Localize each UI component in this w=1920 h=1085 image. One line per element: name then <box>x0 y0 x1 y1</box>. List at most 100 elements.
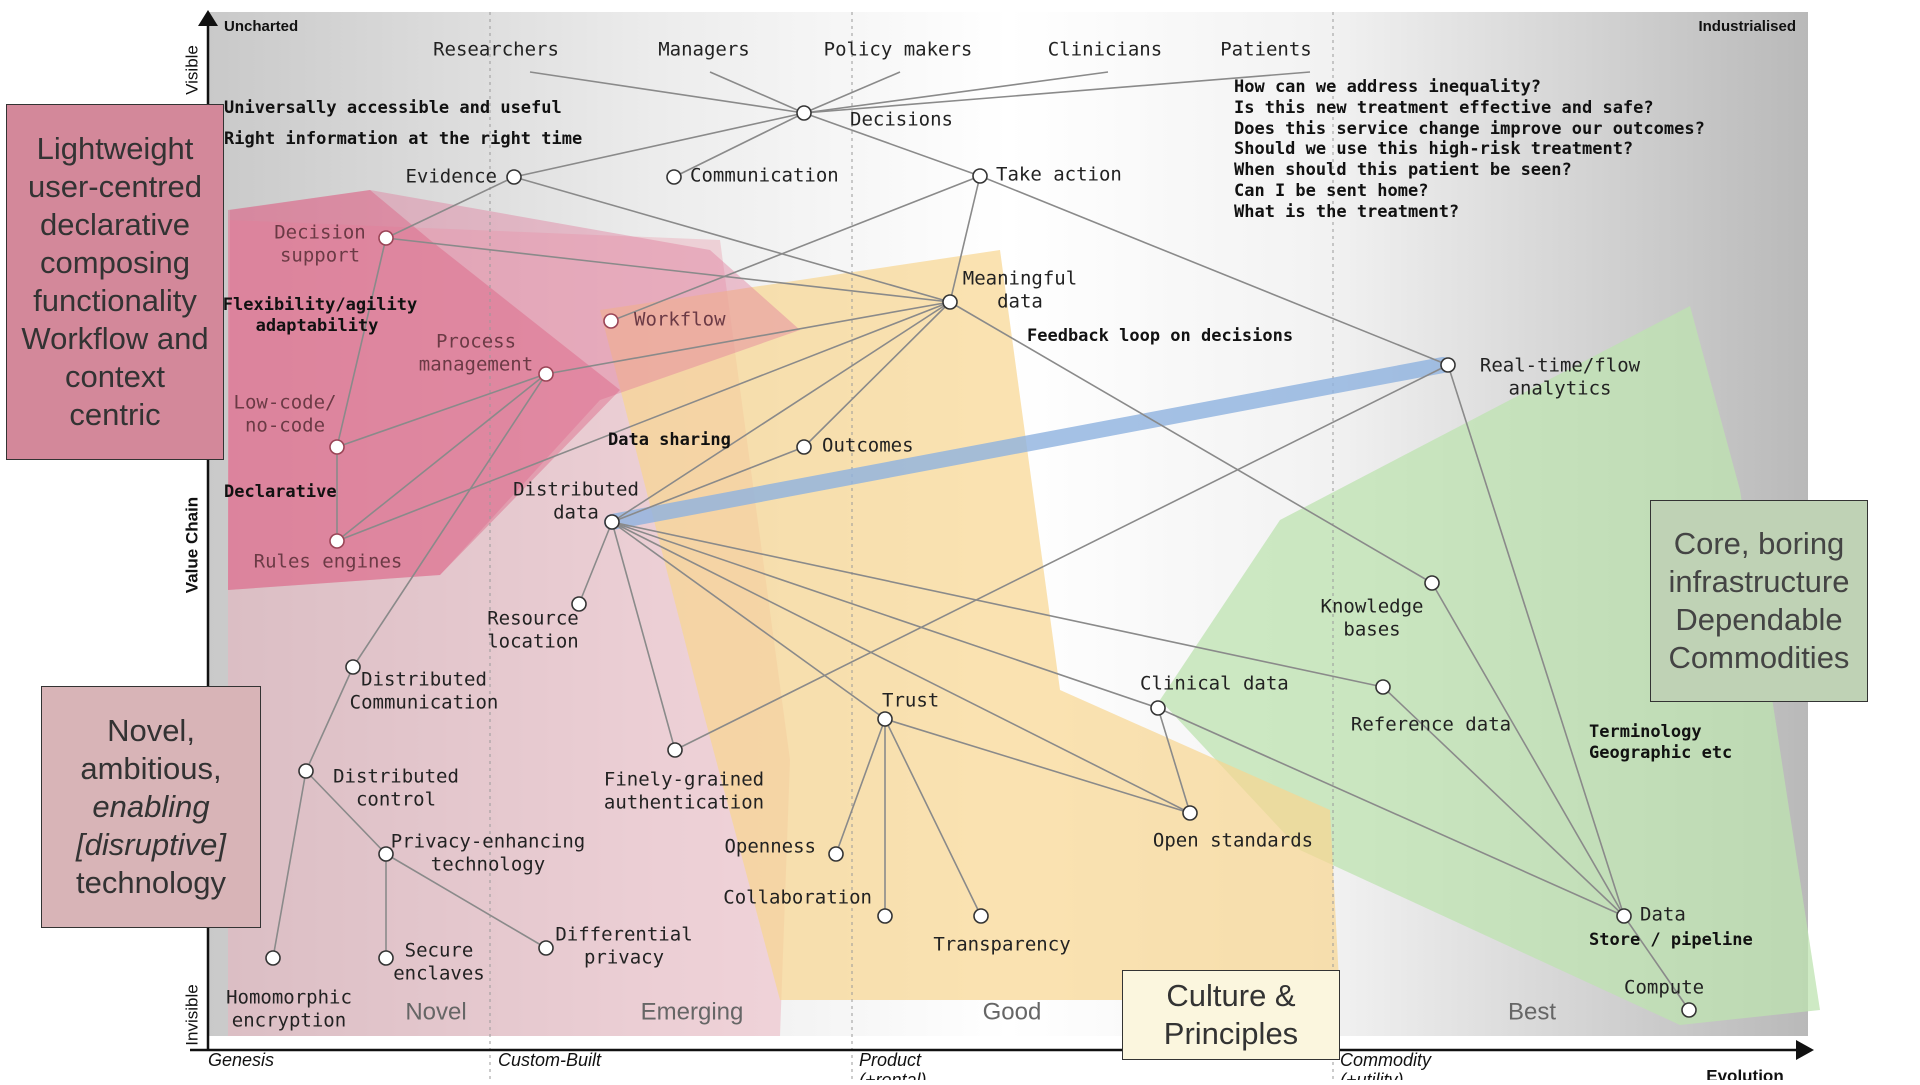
label-finely-grained: Finely-grained <box>604 769 764 791</box>
edge-take_action-workflow <box>610 175 981 322</box>
user-managers: Managers <box>658 39 750 61</box>
edge-take_action-meaningful_data <box>949 175 981 303</box>
box-line: Dependable <box>1675 602 1843 637</box>
box-line: Novel, <box>107 713 195 748</box>
annotation-feedback: Feedback loop on decisions <box>1027 326 1293 346</box>
x-axis-arrow <box>1796 1040 1814 1060</box>
label-homomorphic: Homomorphic <box>226 987 352 1009</box>
edge-distributed_data-clinical_data <box>611 521 1159 709</box>
map-edges <box>272 71 1690 1011</box>
label-privacy-enhancing-2: technology <box>431 854 545 876</box>
user-link <box>709 71 805 114</box>
questions-list: How can we address inequality? Is this n… <box>1234 77 1705 222</box>
label-knowledge-bases-2: bases <box>1343 619 1400 641</box>
user-link <box>803 71 901 114</box>
label-knowledge-bases: Knowledge <box>1321 596 1424 618</box>
label-communication: Communication <box>690 165 839 187</box>
box-line: ambitious, <box>80 751 222 786</box>
corner-industrialised: Industrialised <box>1698 18 1796 35</box>
label-differential-privacy-2: privacy <box>584 947 664 969</box>
node-meaningful-data <box>942 294 958 310</box>
annotation-declarative: Declarative <box>224 482 337 502</box>
edge-meaningful_data-process_management <box>545 301 951 375</box>
box-line: Principles <box>1163 1016 1299 1051</box>
label-meaningful-data-2: data <box>997 291 1043 313</box>
node-transparency <box>973 908 989 924</box>
label-take-action: Take action <box>996 164 1122 186</box>
node-distributed-communication <box>345 659 361 675</box>
edge-evidence-decision_support <box>385 176 515 239</box>
node-openness <box>828 846 844 862</box>
node-homomorphic <box>265 950 281 966</box>
label-distributed-control: Distributed <box>333 766 459 788</box>
label-distributed-data: Distributed <box>513 479 639 501</box>
node-distributed-data <box>604 514 620 530</box>
node-compute <box>1681 1002 1697 1018</box>
data-sharing-link <box>604 357 1451 530</box>
node-low-code <box>329 439 345 455</box>
annotation-geographic: Geographic etc <box>1589 743 1732 763</box>
box-line: Core, boring <box>1673 526 1845 561</box>
label-resource-location: Resource <box>487 608 579 630</box>
annotation-flexibility: Flexibility/agility <box>223 295 417 315</box>
edge-outcomes-distributed_data <box>611 446 805 523</box>
edge-data-compute <box>1623 915 1690 1011</box>
box-line: context <box>65 359 165 394</box>
node-open-standards <box>1182 805 1198 821</box>
box-line: Workflow and <box>21 321 209 356</box>
orange-region <box>600 250 1340 1000</box>
node-collaboration <box>877 908 893 924</box>
label-resource-location-2: location <box>487 631 579 653</box>
annotation-store-pipeline: Store / pipeline <box>1589 930 1753 950</box>
edge-decisions-evidence <box>513 112 805 178</box>
label-clinical-data: Clinical data <box>1140 673 1289 695</box>
annotation-right-info: Right information at the right time <box>224 129 582 149</box>
x-axis-title: Evolution <box>1706 1066 1783 1080</box>
stage-product: Product <box>859 1050 922 1070</box>
user-link <box>529 71 805 114</box>
edge-process_management-rules_engines <box>336 373 547 542</box>
edge-decision_support-meaningful_data <box>385 237 951 303</box>
question: What is the treatment? <box>1234 202 1459 222</box>
user-link <box>803 71 1311 114</box>
annotation-data-sharing: Data sharing <box>608 430 731 450</box>
label-distributed-control-2: control <box>356 789 436 811</box>
user-researchers: Researchers <box>433 39 559 61</box>
edge-reference_data-data <box>1382 686 1625 917</box>
label-transparency: Transparency <box>933 934 1070 956</box>
node-decisions <box>796 105 812 121</box>
deep-pink-region <box>228 190 620 590</box>
label-decision-support: Decision <box>274 222 366 244</box>
label-process-management-2: management <box>419 354 533 376</box>
box-line: user-centred <box>27 169 203 204</box>
edge-trust-transparency <box>884 718 982 917</box>
y-axis-arrow <box>198 10 218 26</box>
box-line: technology <box>76 865 226 900</box>
map-nodes <box>265 105 1697 1018</box>
stage-product-sub: (+rental) <box>859 1070 927 1080</box>
node-communication <box>666 169 682 185</box>
node-resource-location <box>571 596 587 612</box>
edge-decision_support-low_code <box>336 237 387 448</box>
label-collaboration: Collaboration <box>723 887 872 909</box>
node-distributed-control <box>298 763 314 779</box>
box-line: Culture & <box>1166 978 1296 1013</box>
edge-take_action-realtime <box>979 175 1449 366</box>
edge-decisions-communication <box>673 112 805 178</box>
edge-distributed_communication-distributed_control <box>305 666 354 772</box>
y-axis-invisible: Invisible <box>182 984 201 1045</box>
edge-privacy_enhancing-differential_privacy <box>385 853 547 949</box>
lightweight-box: Lightweight user-centred declarative com… <box>6 104 224 460</box>
box-line: enabling <box>92 789 210 824</box>
label-trust: Trust <box>882 690 939 712</box>
label-realtime-2: analytics <box>1509 378 1612 400</box>
node-rules-engines <box>329 533 345 549</box>
edge-distributed_data-trust <box>611 521 886 720</box>
label-compute: Compute <box>1624 977 1704 999</box>
annotation-adaptability: adaptability <box>256 316 379 336</box>
edge-clinical_data-open_standards <box>1157 707 1191 814</box>
label-outcomes: Outcomes <box>822 435 914 457</box>
label-open-standards: Open standards <box>1153 830 1313 852</box>
